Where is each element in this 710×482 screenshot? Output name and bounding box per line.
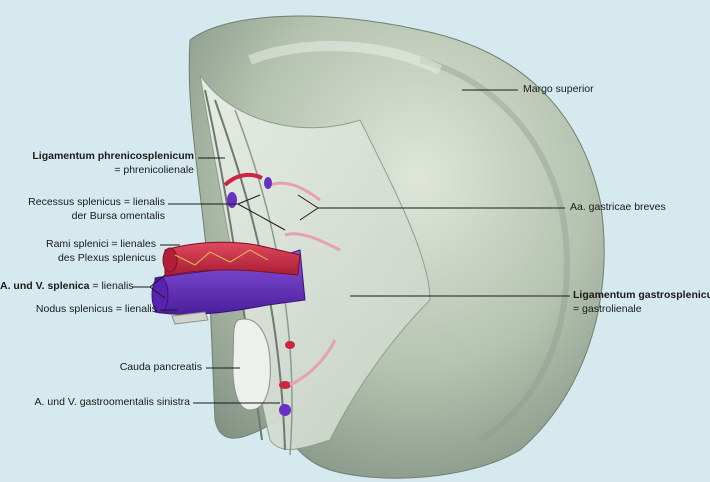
splenic-artery-stump — [162, 247, 178, 273]
gastroomental-vein — [279, 404, 291, 416]
spleen-highlight — [248, 41, 443, 75]
label-gastricae-breves: Aa. gastricae breves — [570, 201, 666, 213]
leader-a-v-splenica — [132, 274, 166, 299]
label-cauda: Cauda pancreatis — [119, 361, 202, 373]
label-lig-gastrosplenicum: Ligamentum gastrosplenicum — [573, 289, 710, 302]
short-gastric-vein-2 — [264, 177, 272, 189]
label-gastroomentalis: A. und V. gastroomentalis sinistra — [34, 396, 190, 408]
gastroomental-artery — [279, 381, 291, 389]
lymph-node — [171, 311, 209, 325]
label-recessus-2: der Bursa omentalis — [71, 210, 165, 222]
leader-gastricae-breves — [297, 194, 565, 221]
label-a-v-splenica-main: A. und V. splenica — [0, 280, 90, 292]
label-gastrolienale: = gastrolienale — [573, 303, 642, 315]
label-phrenicolienale: = phrenicolienale — [114, 164, 194, 176]
label-rami-2: des Plexus splenicus — [57, 252, 156, 264]
label-a-v-splenica: A. und V. splenica = lienalis — [0, 280, 134, 293]
label-lig-phrenicosplenicum: Ligamentum phrenicosplenicum — [0, 150, 194, 163]
label-lig-phrenicosplenicum-main: Ligamentum phrenicosplenicum — [32, 150, 194, 162]
pancreas-tail — [232, 318, 271, 411]
short-gastric-a1 — [223, 172, 263, 187]
spleen-shadow — [419, 57, 570, 443]
short-gastric-a2 — [269, 181, 321, 202]
splenic-vessel-stump — [151, 276, 169, 314]
plexus-splenicus — [174, 249, 269, 266]
splenic-artery — [164, 241, 301, 277]
leader-lines — [132, 89, 570, 404]
label-margo-superior: Margo superior — [523, 83, 594, 95]
short-gastric-a3 — [284, 232, 341, 252]
gastroomental-artery-2 — [285, 341, 295, 349]
gastroomental-branch — [289, 339, 337, 387]
label-lig-gastrosplenicum-main: Ligamentum gastrosplenicum — [573, 289, 710, 301]
label-recessus-1: Recessus splenicus = lienalis — [28, 196, 165, 208]
label-nodus: Nodus splenicus = lienalis — [35, 303, 157, 315]
label-a-v-splenica-rest: = lienalis — [92, 280, 134, 292]
label-rami-1: Rami splenici = lienales — [45, 238, 156, 250]
short-gastric-vein — [227, 192, 237, 208]
leader-recessus — [168, 194, 286, 231]
